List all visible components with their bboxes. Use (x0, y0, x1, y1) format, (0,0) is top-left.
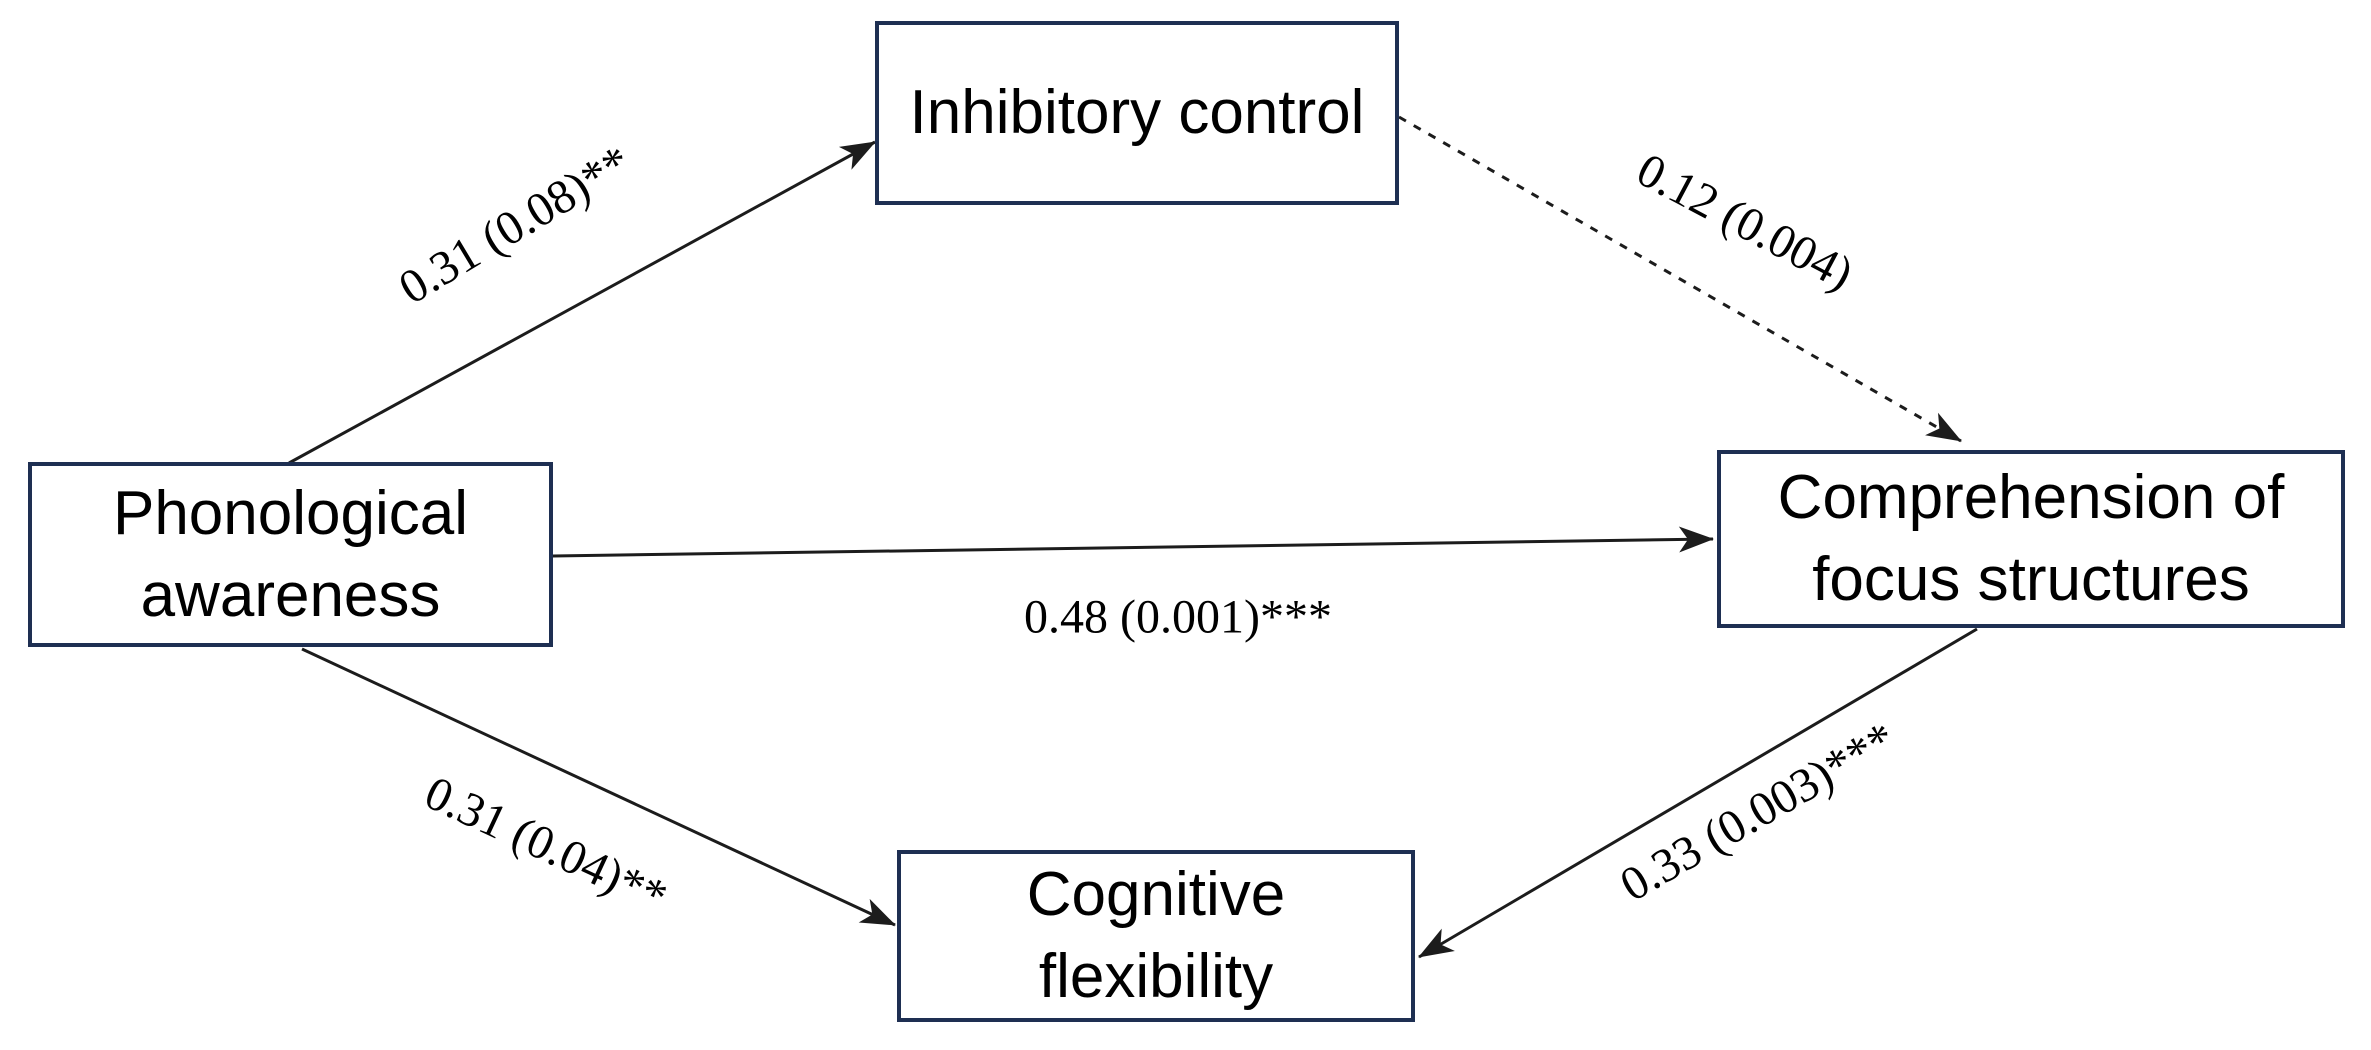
edge-phonological-to-inhibitory (288, 140, 876, 465)
node-cognitive-flexibility-label: Cognitive flexibility (1026, 860, 1286, 1011)
node-inhibitory-control-label: Inhibitory control (909, 78, 1365, 148)
edge-comprehension-to-cognitive (1418, 627, 1978, 959)
node-phonological-awareness: Phonological awareness (28, 462, 553, 647)
node-comprehension-label: Comprehension of focus structures (1777, 463, 2285, 614)
node-cognitive-flexibility: Cognitive flexibility (897, 850, 1415, 1022)
edge-label-pa-comp: 0.48 (0.001)*** (1024, 590, 1332, 644)
node-phonological-awareness-label: Phonological awareness (112, 478, 469, 630)
node-comprehension-of-focus-structures: Comprehension of focus structures (1717, 450, 2345, 628)
edge-inhibitory-to-comprehension (1398, 115, 1962, 443)
edge-phonological-to-comprehension (552, 526, 1714, 558)
node-inhibitory-control: Inhibitory control (875, 21, 1399, 205)
edge-phonological-to-cognitive (301, 647, 896, 927)
